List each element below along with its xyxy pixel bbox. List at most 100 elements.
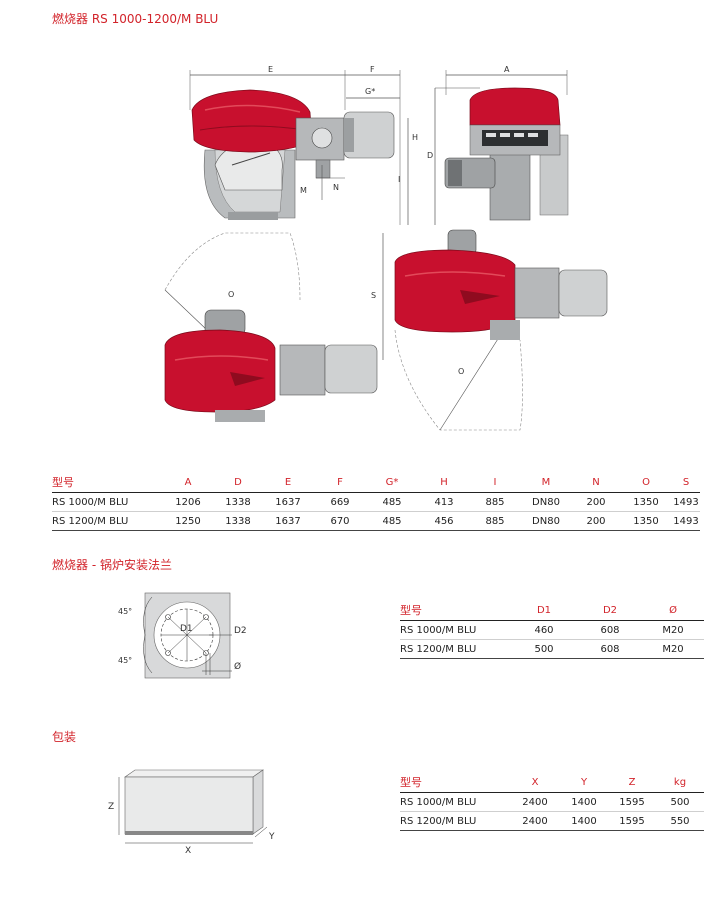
- cell-value: M20: [642, 620, 704, 640]
- dim-label-G: G*: [365, 87, 375, 96]
- col-header-model: 型号: [400, 772, 510, 793]
- cell-value: 608: [578, 620, 642, 640]
- dim-label-O-left: O: [228, 290, 234, 299]
- cell-value: 1338: [214, 492, 262, 512]
- packaging-drawing: Z X Y: [108, 769, 275, 855]
- cell-value: 1637: [262, 492, 314, 512]
- packaging-table: 型号 X Y Z kg RS 1000/M BLU 2400 1400 1595…: [400, 772, 704, 831]
- pack-label-z: Z: [108, 802, 114, 812]
- cell-value: 1637: [262, 511, 314, 531]
- col-header-X: X: [510, 772, 560, 793]
- flange-table-header: 型号 D1 D2 Ø: [400, 600, 704, 621]
- col-header-D: D: [214, 472, 262, 493]
- cell-value: 1595: [608, 811, 656, 831]
- cell-value: 1493: [672, 492, 700, 512]
- cell-value: 885: [470, 492, 520, 512]
- burner-front-view: A: [435, 65, 569, 221]
- flange-angle-top: 45°: [118, 607, 132, 616]
- cell-value: 669: [314, 492, 366, 512]
- col-header-phi: Ø: [642, 600, 704, 621]
- cell-value: 2400: [510, 811, 560, 831]
- col-header-model: 型号: [400, 600, 510, 621]
- col-header-D2: D2: [578, 600, 642, 621]
- dim-label-N: N: [333, 183, 339, 192]
- col-header-A: A: [162, 472, 214, 493]
- cell-value: 200: [572, 492, 620, 512]
- cell-value: 460: [510, 620, 578, 640]
- col-header-F: F: [314, 472, 366, 493]
- cell-value: 413: [418, 492, 470, 512]
- table-row: RS 1000/M BLU 460 608 M20: [400, 620, 704, 640]
- cell-value: 1206: [162, 492, 214, 512]
- cell-model: RS 1000/M BLU: [400, 792, 510, 812]
- col-header-E: E: [262, 472, 314, 493]
- cell-value: 608: [578, 639, 642, 659]
- cell-value: DN80: [520, 492, 572, 512]
- cell-value: 1400: [560, 811, 608, 831]
- col-header-H: H: [418, 472, 470, 493]
- table-row: RS 1200/M BLU 500 608 M20: [400, 639, 704, 659]
- flange-drawing: 45° 45° D1 D2 Ø: [118, 592, 247, 679]
- dim-label-M: M: [300, 186, 307, 195]
- flange-label-d1: D1: [180, 624, 193, 634]
- cell-value: 1250: [162, 511, 214, 531]
- col-header-M: M: [520, 472, 572, 493]
- dim-label-S: S: [371, 291, 376, 300]
- dim-label-I: I: [398, 175, 400, 184]
- cell-value: 1338: [214, 511, 262, 531]
- col-header-S: S: [672, 472, 700, 493]
- cell-value: 2400: [510, 792, 560, 812]
- flange-angle-bottom: 45°: [118, 656, 132, 665]
- pack-label-y: Y: [268, 832, 275, 842]
- flange-label-d2: D2: [234, 626, 247, 636]
- pack-label-x: X: [185, 846, 191, 855]
- dim-label-F: F: [370, 65, 375, 74]
- cell-value: 485: [366, 511, 418, 531]
- cell-value: 1350: [620, 511, 672, 531]
- cell-value: 670: [314, 511, 366, 531]
- col-header-Y: Y: [560, 772, 608, 793]
- flange-label-phi: Ø: [234, 661, 241, 672]
- col-header-O: O: [620, 472, 672, 493]
- col-header-I: I: [470, 472, 520, 493]
- cell-value: 485: [366, 492, 418, 512]
- burner-dimension-drawing: E F G* H D I M N A: [164, 65, 608, 431]
- dimensions-table-header: 型号 A D E F G* H I M N O S: [52, 472, 700, 493]
- cell-value: 1400: [560, 792, 608, 812]
- cell-model: RS 1000/M BLU: [400, 620, 510, 640]
- col-header-G: G*: [366, 472, 418, 493]
- dim-label-H: H: [412, 133, 418, 142]
- cell-value: 1595: [608, 792, 656, 812]
- col-header-Z: Z: [608, 772, 656, 793]
- table-row: RS 1200/M BLU 1250 1338 1637 670 485 456…: [52, 511, 700, 531]
- col-header-N: N: [572, 472, 620, 493]
- packaging-table-header: 型号 X Y Z kg: [400, 772, 704, 793]
- flange-section-title: 燃烧器 - 锅炉安装法兰: [52, 558, 172, 572]
- dim-label-A: A: [504, 65, 510, 74]
- col-header-kg: kg: [656, 772, 704, 793]
- cell-value: 885: [470, 511, 520, 531]
- burner-side-view: E F G* H D I M N: [189, 65, 436, 225]
- cell-model: RS 1200/M BLU: [400, 639, 510, 659]
- col-header-D1: D1: [510, 600, 578, 621]
- cell-value: 500: [510, 639, 578, 659]
- cell-value: 500: [656, 792, 704, 812]
- cell-value: 1493: [672, 511, 700, 531]
- dim-label-O-right: O: [458, 367, 464, 376]
- burner-hinge-views: O O S: [164, 229, 608, 431]
- cell-value: 1350: [620, 492, 672, 512]
- cell-model: RS 1200/M BLU: [400, 811, 510, 831]
- main-title: 燃烧器 RS 1000-1200/M BLU: [52, 12, 219, 26]
- dimensions-table: 型号 A D E F G* H I M N O S RS 1000/M BLU …: [52, 472, 700, 531]
- table-row: RS 1000/M BLU 2400 1400 1595 500: [400, 792, 704, 812]
- dim-label-E: E: [268, 65, 273, 74]
- packaging-section-title: 包装: [52, 730, 77, 744]
- cell-value: M20: [642, 639, 704, 659]
- cell-value: DN80: [520, 511, 572, 531]
- col-header-model: 型号: [52, 472, 162, 493]
- table-row: RS 1200/M BLU 2400 1400 1595 550: [400, 811, 704, 831]
- cell-value: 200: [572, 511, 620, 531]
- cell-value: 456: [418, 511, 470, 531]
- table-row: RS 1000/M BLU 1206 1338 1637 669 485 413…: [52, 492, 700, 512]
- dim-label-D: D: [427, 151, 433, 160]
